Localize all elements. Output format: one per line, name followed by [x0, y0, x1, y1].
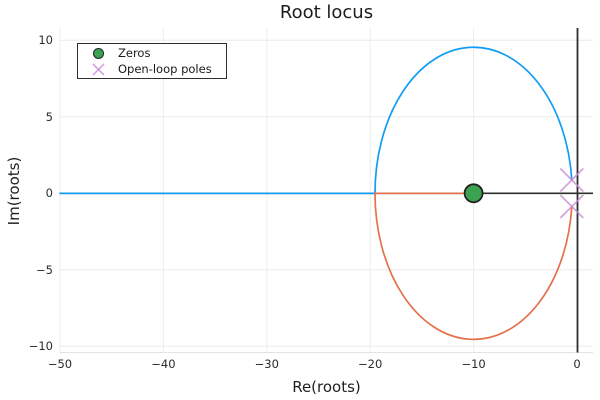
pole-x-marker: [559, 167, 584, 193]
y-tick-label: −10: [28, 339, 53, 354]
x-tick-label: −10: [461, 357, 486, 371]
x-axis-label: Re(roots): [292, 378, 361, 396]
x-tick-label: −40: [151, 357, 176, 371]
y-tick-label: 5: [45, 109, 53, 124]
zero-circle-icon: [78, 47, 118, 59]
chart-title: Root locus: [279, 2, 374, 23]
legend: Zeros Open-loop poles: [77, 43, 227, 79]
pole-x-marker: [559, 194, 584, 219]
locus-branch-2: [374, 192, 573, 341]
legend-item-poles: Open-loop poles: [78, 62, 226, 77]
x-tick-label: −20: [358, 357, 383, 371]
locus-branch-1: [59, 46, 573, 195]
legend-label-poles: Open-loop poles: [118, 61, 212, 76]
zero-circle-marker: [463, 183, 484, 204]
pole-x-icon: [78, 62, 118, 77]
y-tick-label: 0: [45, 186, 53, 201]
locus-branches: [59, 46, 573, 341]
x-tick-label: −50: [47, 357, 73, 371]
x-tick-label: −30: [254, 357, 279, 371]
legend-label-zeros: Zeros: [118, 45, 151, 60]
y-tick-label: −5: [36, 262, 53, 277]
legend-item-zeros: Zeros: [78, 46, 226, 61]
y-axis-label: Im(roots): [5, 156, 23, 226]
pole-zero-markers: [463, 167, 584, 219]
y-tick-label: 10: [38, 33, 53, 48]
x-tick-label: 0: [573, 357, 581, 371]
